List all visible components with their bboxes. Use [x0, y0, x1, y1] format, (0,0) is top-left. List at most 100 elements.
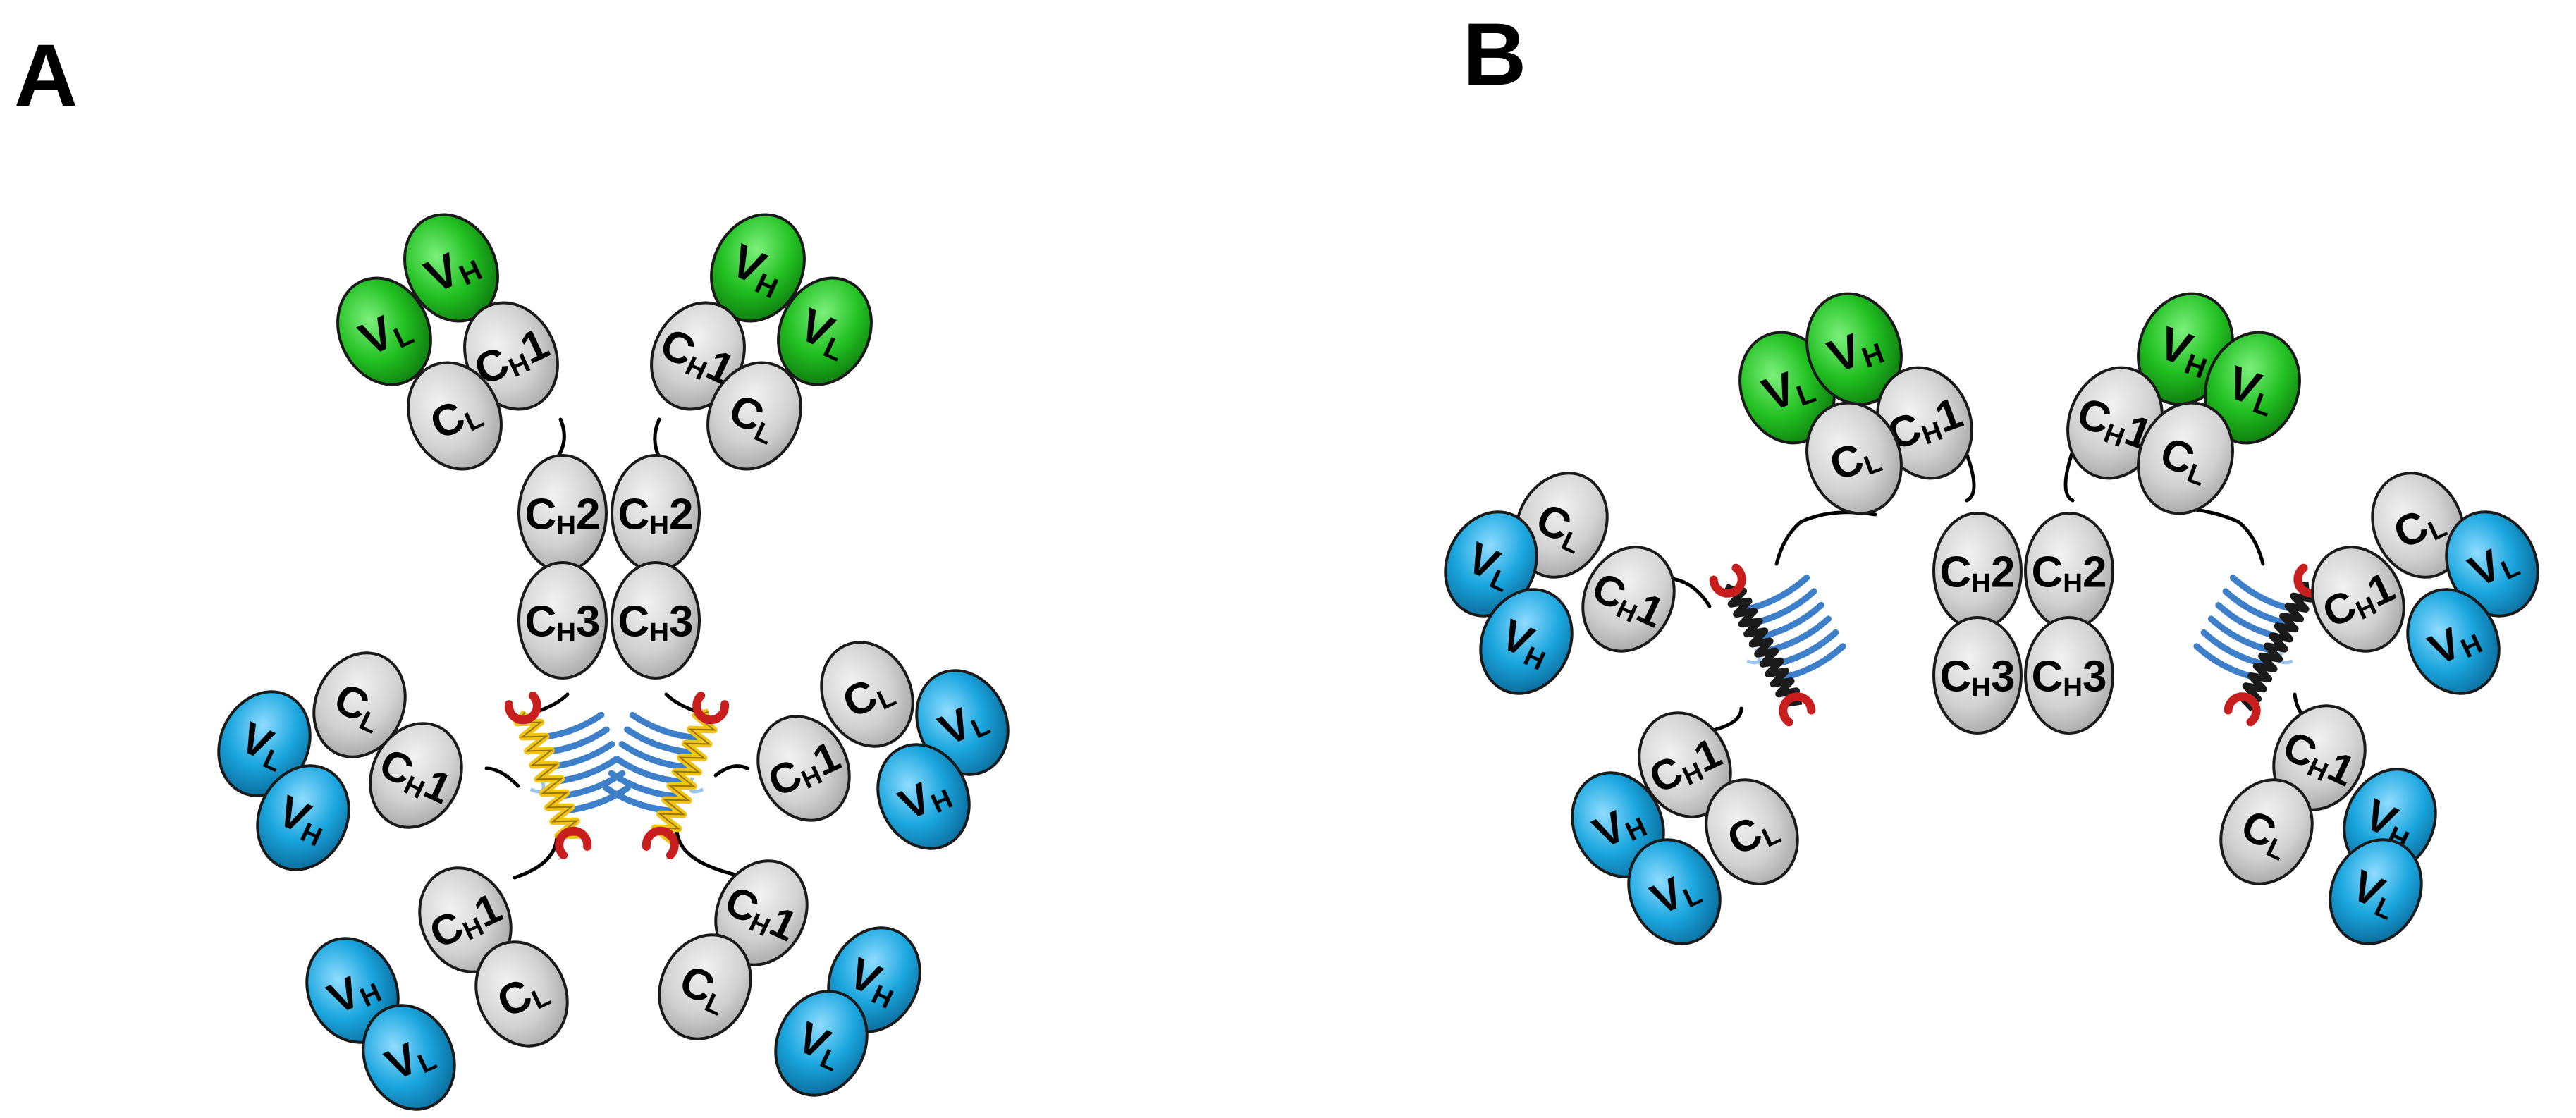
a-ch1-right-2: CH1 [714, 859, 809, 966]
b-coil-right [2193, 563, 2331, 727]
a-ch3-right: CH3 [611, 561, 701, 680]
b-ch3-left-shape [1932, 616, 2023, 735]
a-vl-left-2-shape [362, 1004, 456, 1111]
a-cl-top-left-shape [407, 361, 503, 471]
b-ch3-left-label: CH3 [1939, 652, 2015, 702]
a-coil-right-scaffold-protein [603, 711, 704, 814]
b-vl-left-2: VL [1627, 838, 1722, 945]
a-ch3-right-shape [611, 561, 701, 680]
a-ch1-right-1-shape [756, 715, 851, 822]
a-vl-left-2: VL [362, 1004, 456, 1111]
b-cl-left-2: CL [1705, 778, 1799, 885]
a-ch3-left-shape [517, 561, 608, 680]
b-hinge-right [2063, 449, 2075, 503]
a-ch2-left-label: CH2 [525, 490, 600, 540]
b-ch2-left-label: CH2 [1939, 548, 2015, 598]
b-coil-left-cap-end [1779, 692, 1816, 727]
b-coil-left-helix [1722, 583, 1803, 708]
a-ch1-left-1: CH1 [369, 722, 463, 829]
a-vh-top-left: VH [403, 213, 499, 323]
a-cl-left-1-shape [312, 651, 407, 758]
a-vl-right-1: VL [915, 669, 1010, 776]
b-hinge-left [1965, 453, 1976, 503]
a-vl-left-1-shape [217, 690, 312, 797]
a-coil-left-cap-start [504, 691, 541, 725]
b-ch1-left-2: CH1 [1638, 711, 1732, 818]
a-cl-right-2-shape [658, 933, 752, 1040]
b-cl-left-2-shape [1705, 778, 1799, 885]
a-vl-top-left-shape [336, 276, 432, 386]
a-vl-top-right-shape [777, 276, 873, 386]
a-vl-left-1: VL [217, 690, 312, 797]
a-link-left-top [484, 766, 520, 788]
b-cl-right-1: CL [2371, 472, 2465, 579]
a-cl-top-left: CL [407, 361, 503, 471]
b-cl-left-1: CL [1514, 472, 1609, 579]
a-vl-right-2-shape [774, 990, 869, 1097]
b-coil-right-helix [2237, 582, 2315, 712]
b-link-right-long [2162, 505, 2265, 566]
b-vl-right-1: VL [2445, 510, 2539, 618]
a-coil-left-cap-end [555, 826, 592, 860]
b-cl-left-1-label: CL [1528, 494, 1593, 560]
a-coil-right [603, 691, 730, 860]
a-link-left-bot [513, 833, 559, 880]
a-ch3-left-label: CH3 [525, 597, 600, 647]
b-vl-right-2-shape [2329, 838, 2423, 945]
b-cl-right-2-shape [2219, 778, 2314, 885]
b-cl-top-right: CL [2137, 401, 2234, 515]
a-cl-left-2: CL [474, 940, 569, 1048]
b-cl-right-2: CL [2219, 778, 2314, 885]
b-cl-top-left: CL [1805, 401, 1903, 515]
b-vh-right-1: VH [2406, 588, 2501, 695]
a-vh-right-1: VH [876, 743, 971, 850]
a-ch1-left-1-shape [369, 722, 463, 829]
b-ch2-left: CH2 [1932, 512, 2023, 630]
b-ch2-right-label: CH2 [2031, 548, 2106, 598]
a-cl-right-1: CL [820, 641, 914, 748]
a-coil-right-cap-end [642, 826, 679, 860]
b-ch3-right-label: CH3 [2031, 652, 2106, 702]
a-cl-left-2-shape [474, 940, 569, 1048]
a-cl-right-1-shape [820, 641, 914, 748]
b-vl-top-right-label: VL [2220, 355, 2284, 423]
a-cl-top-right: CL [706, 361, 802, 471]
a-coil-right-cap-start [692, 691, 730, 725]
a-cl-top-right-label: CL [721, 385, 786, 451]
b-cl-top-right-shape [2137, 401, 2234, 515]
a-cl-left-1: CL [312, 651, 407, 758]
a-ch3-right-label: CH3 [618, 597, 693, 647]
b-ch3-left: CH3 [1932, 616, 2023, 735]
b-link-left-long [1774, 510, 1877, 566]
b-vh-right-1-shape [2406, 588, 2501, 695]
a-vl-top-left: VL [336, 276, 432, 386]
b-cl-top-left-shape [1805, 401, 1903, 515]
b-vl-left-1: VL [1444, 510, 1538, 618]
a-coil-left [504, 691, 631, 860]
b-vh-top-left-shape [1805, 292, 1903, 406]
a-ch2-left: CH2 [517, 454, 608, 572]
a-ch2-right: CH2 [611, 454, 701, 572]
a-link-right-top [713, 764, 749, 778]
b-ch2-right: CH2 [2024, 512, 2114, 630]
a-vh-top-right: VH [710, 213, 806, 323]
a-vl-right-1-shape [915, 669, 1010, 776]
b-ch1-right-2: CH1 [2272, 704, 2367, 811]
a-ch3-left: CH3 [517, 561, 608, 680]
b-vh-left-1-shape [1479, 588, 1574, 695]
b-vl-left-2-shape [1627, 838, 1722, 945]
a-cl-top-right-shape [706, 361, 802, 471]
b-vh-top-left: VH [1805, 292, 1903, 406]
a-vh-right-2-label: VH [840, 949, 906, 1015]
b-ch3-right-shape [2024, 616, 2114, 735]
a-vh-left-1: VH [256, 764, 350, 871]
a-vh-left-1-shape [256, 764, 350, 871]
b-vl-left-1-label: VL [1459, 534, 1521, 598]
b-ch1-left-1-shape [1581, 546, 1676, 653]
a-vh-right-1-shape [876, 743, 971, 850]
b-coil-right-cap-end [2224, 692, 2261, 727]
b-ch1-right-1-shape [2311, 546, 2405, 653]
panel-label-a: A [14, 27, 78, 125]
b-cl-left-1-shape [1514, 472, 1609, 579]
b-vl-right-1-shape [2445, 510, 2539, 618]
